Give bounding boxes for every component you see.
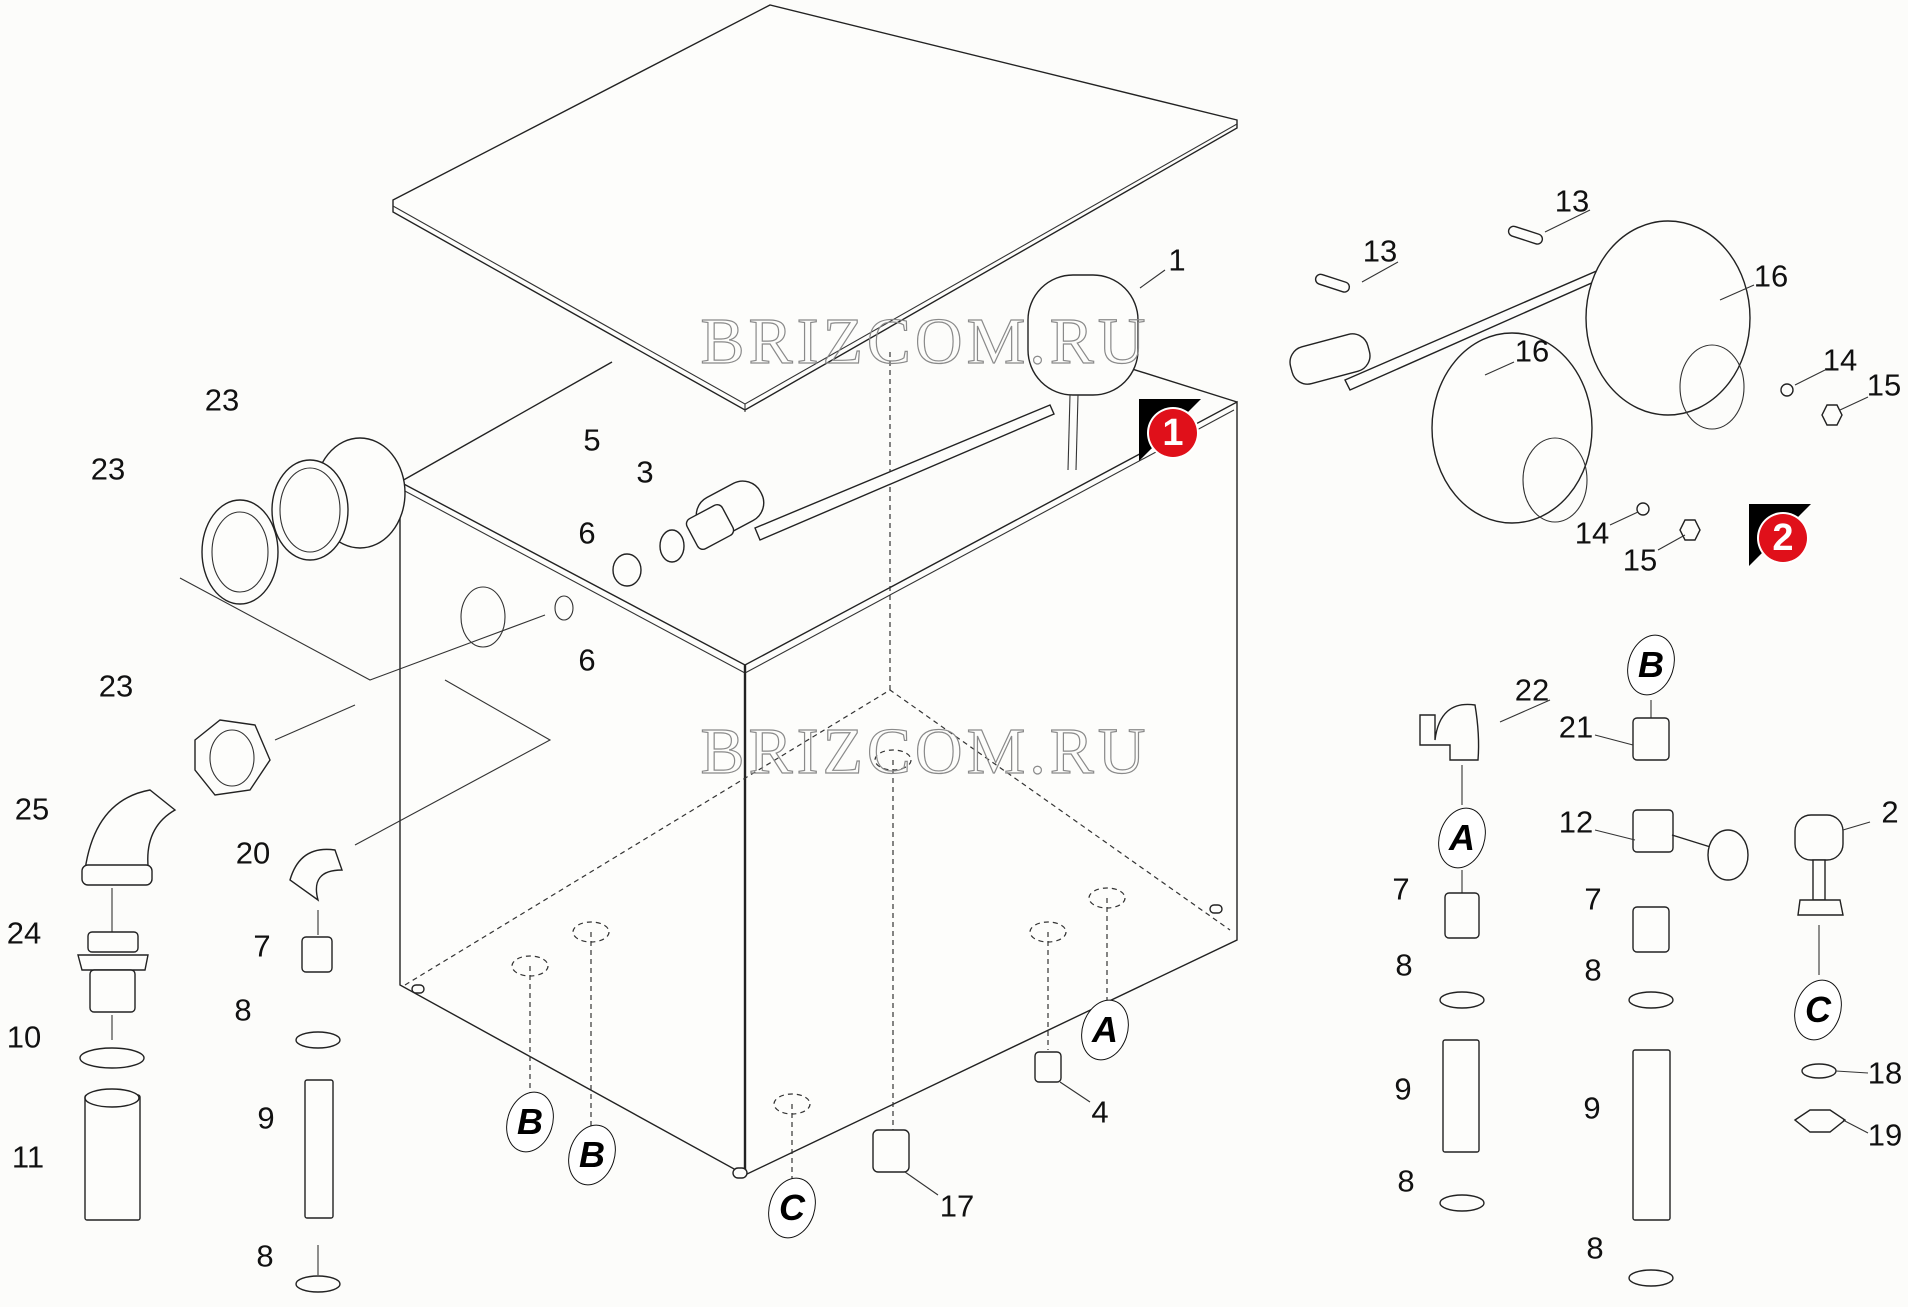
watermark: BRIZCOM.RU — [700, 714, 1150, 788]
tank-body — [399, 339, 1238, 1179]
bottom-holes — [511, 749, 1126, 1180]
callout-number-3: 3 — [636, 454, 654, 490]
callout-number-9: 9 — [1394, 1071, 1412, 1107]
callout-number-20: 20 — [235, 835, 271, 871]
section-badge-2: 2 — [1749, 504, 1811, 566]
callout-number-6: 6 — [578, 642, 596, 678]
callout-number-23: 23 — [90, 451, 126, 487]
callout-number-15: 15 — [1866, 367, 1902, 403]
callout-number-16: 16 — [1514, 333, 1550, 369]
callout-number-9: 9 — [1583, 1090, 1601, 1126]
callout-number-9: 9 — [257, 1100, 275, 1136]
callout-number-8: 8 — [256, 1238, 274, 1274]
callout-number-1: 1 — [1168, 242, 1186, 278]
callout-number-10: 10 — [6, 1019, 42, 1055]
callout-number-8: 8 — [1586, 1230, 1604, 1266]
tank-lid — [392, 4, 1238, 412]
watermark: BRIZCOM.RU — [700, 304, 1150, 378]
callout-number-8: 8 — [1397, 1163, 1415, 1199]
callout-number-14: 14 — [1574, 515, 1610, 551]
drain-fittings — [872, 1051, 1091, 1196]
callout-number-13: 13 — [1554, 183, 1590, 219]
float-wheels-assembly — [1289, 220, 1843, 541]
callout-number-7: 7 — [253, 928, 271, 964]
callout-number-19: 19 — [1867, 1117, 1903, 1153]
bulkhead-fittings — [179, 437, 552, 846]
callout-number-25: 25 — [14, 791, 50, 827]
callout-number-5: 5 — [583, 422, 601, 458]
callout-number-21: 21 — [1558, 709, 1594, 745]
float-valve-assembly — [612, 274, 1139, 587]
callout-number-24: 24 — [6, 915, 42, 951]
callout-number-14: 14 — [1822, 342, 1858, 378]
callout-number-8: 8 — [234, 992, 252, 1028]
callout-number-2: 2 — [1881, 794, 1899, 830]
callout-number-7: 7 — [1584, 881, 1602, 917]
callout-number-23: 23 — [204, 382, 240, 418]
section-badge-1: 1 — [1139, 399, 1201, 461]
callout-number-16: 16 — [1753, 258, 1789, 294]
callout-number-13: 13 — [1362, 233, 1398, 269]
callout-number-22: 22 — [1514, 672, 1550, 708]
callout-number-4: 4 — [1091, 1094, 1109, 1130]
right-hose-stacks — [1419, 700, 1847, 1287]
callout-number-6: 6 — [578, 515, 596, 551]
callout-number-11: 11 — [11, 1139, 45, 1175]
callout-number-12: 12 — [1558, 804, 1594, 840]
leader-lines — [1139, 209, 1871, 1134]
callout-number-7: 7 — [1392, 871, 1410, 907]
callout-number-17: 17 — [939, 1188, 975, 1224]
callout-number-8: 8 — [1395, 947, 1413, 983]
callout-number-23: 23 — [98, 668, 134, 704]
callout-number-15: 15 — [1622, 542, 1658, 578]
callout-number-18: 18 — [1867, 1055, 1903, 1091]
callout-number-8: 8 — [1584, 952, 1602, 988]
left-hose-stack — [77, 789, 343, 1293]
